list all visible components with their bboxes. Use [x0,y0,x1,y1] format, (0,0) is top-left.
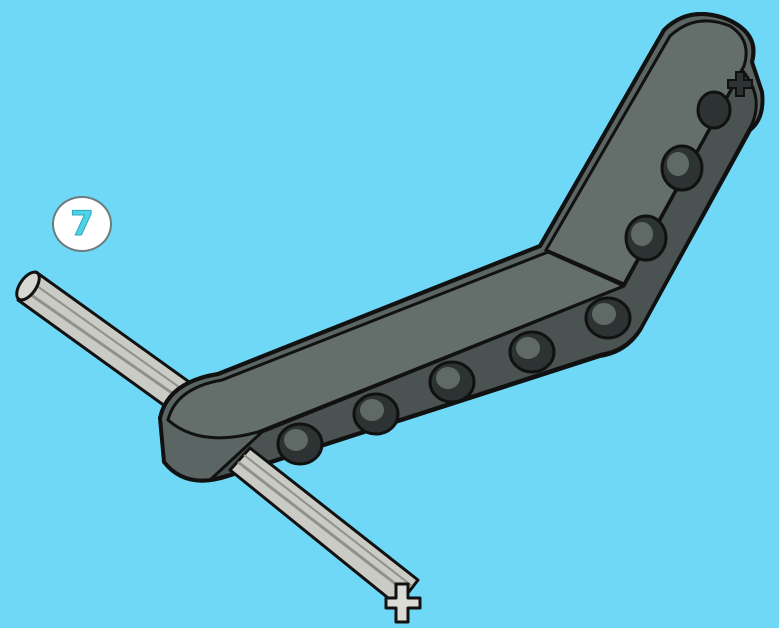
bent-beam [160,14,763,481]
axle [230,448,420,622]
axle-back-segment [12,268,192,414]
beam-hole [698,92,730,128]
